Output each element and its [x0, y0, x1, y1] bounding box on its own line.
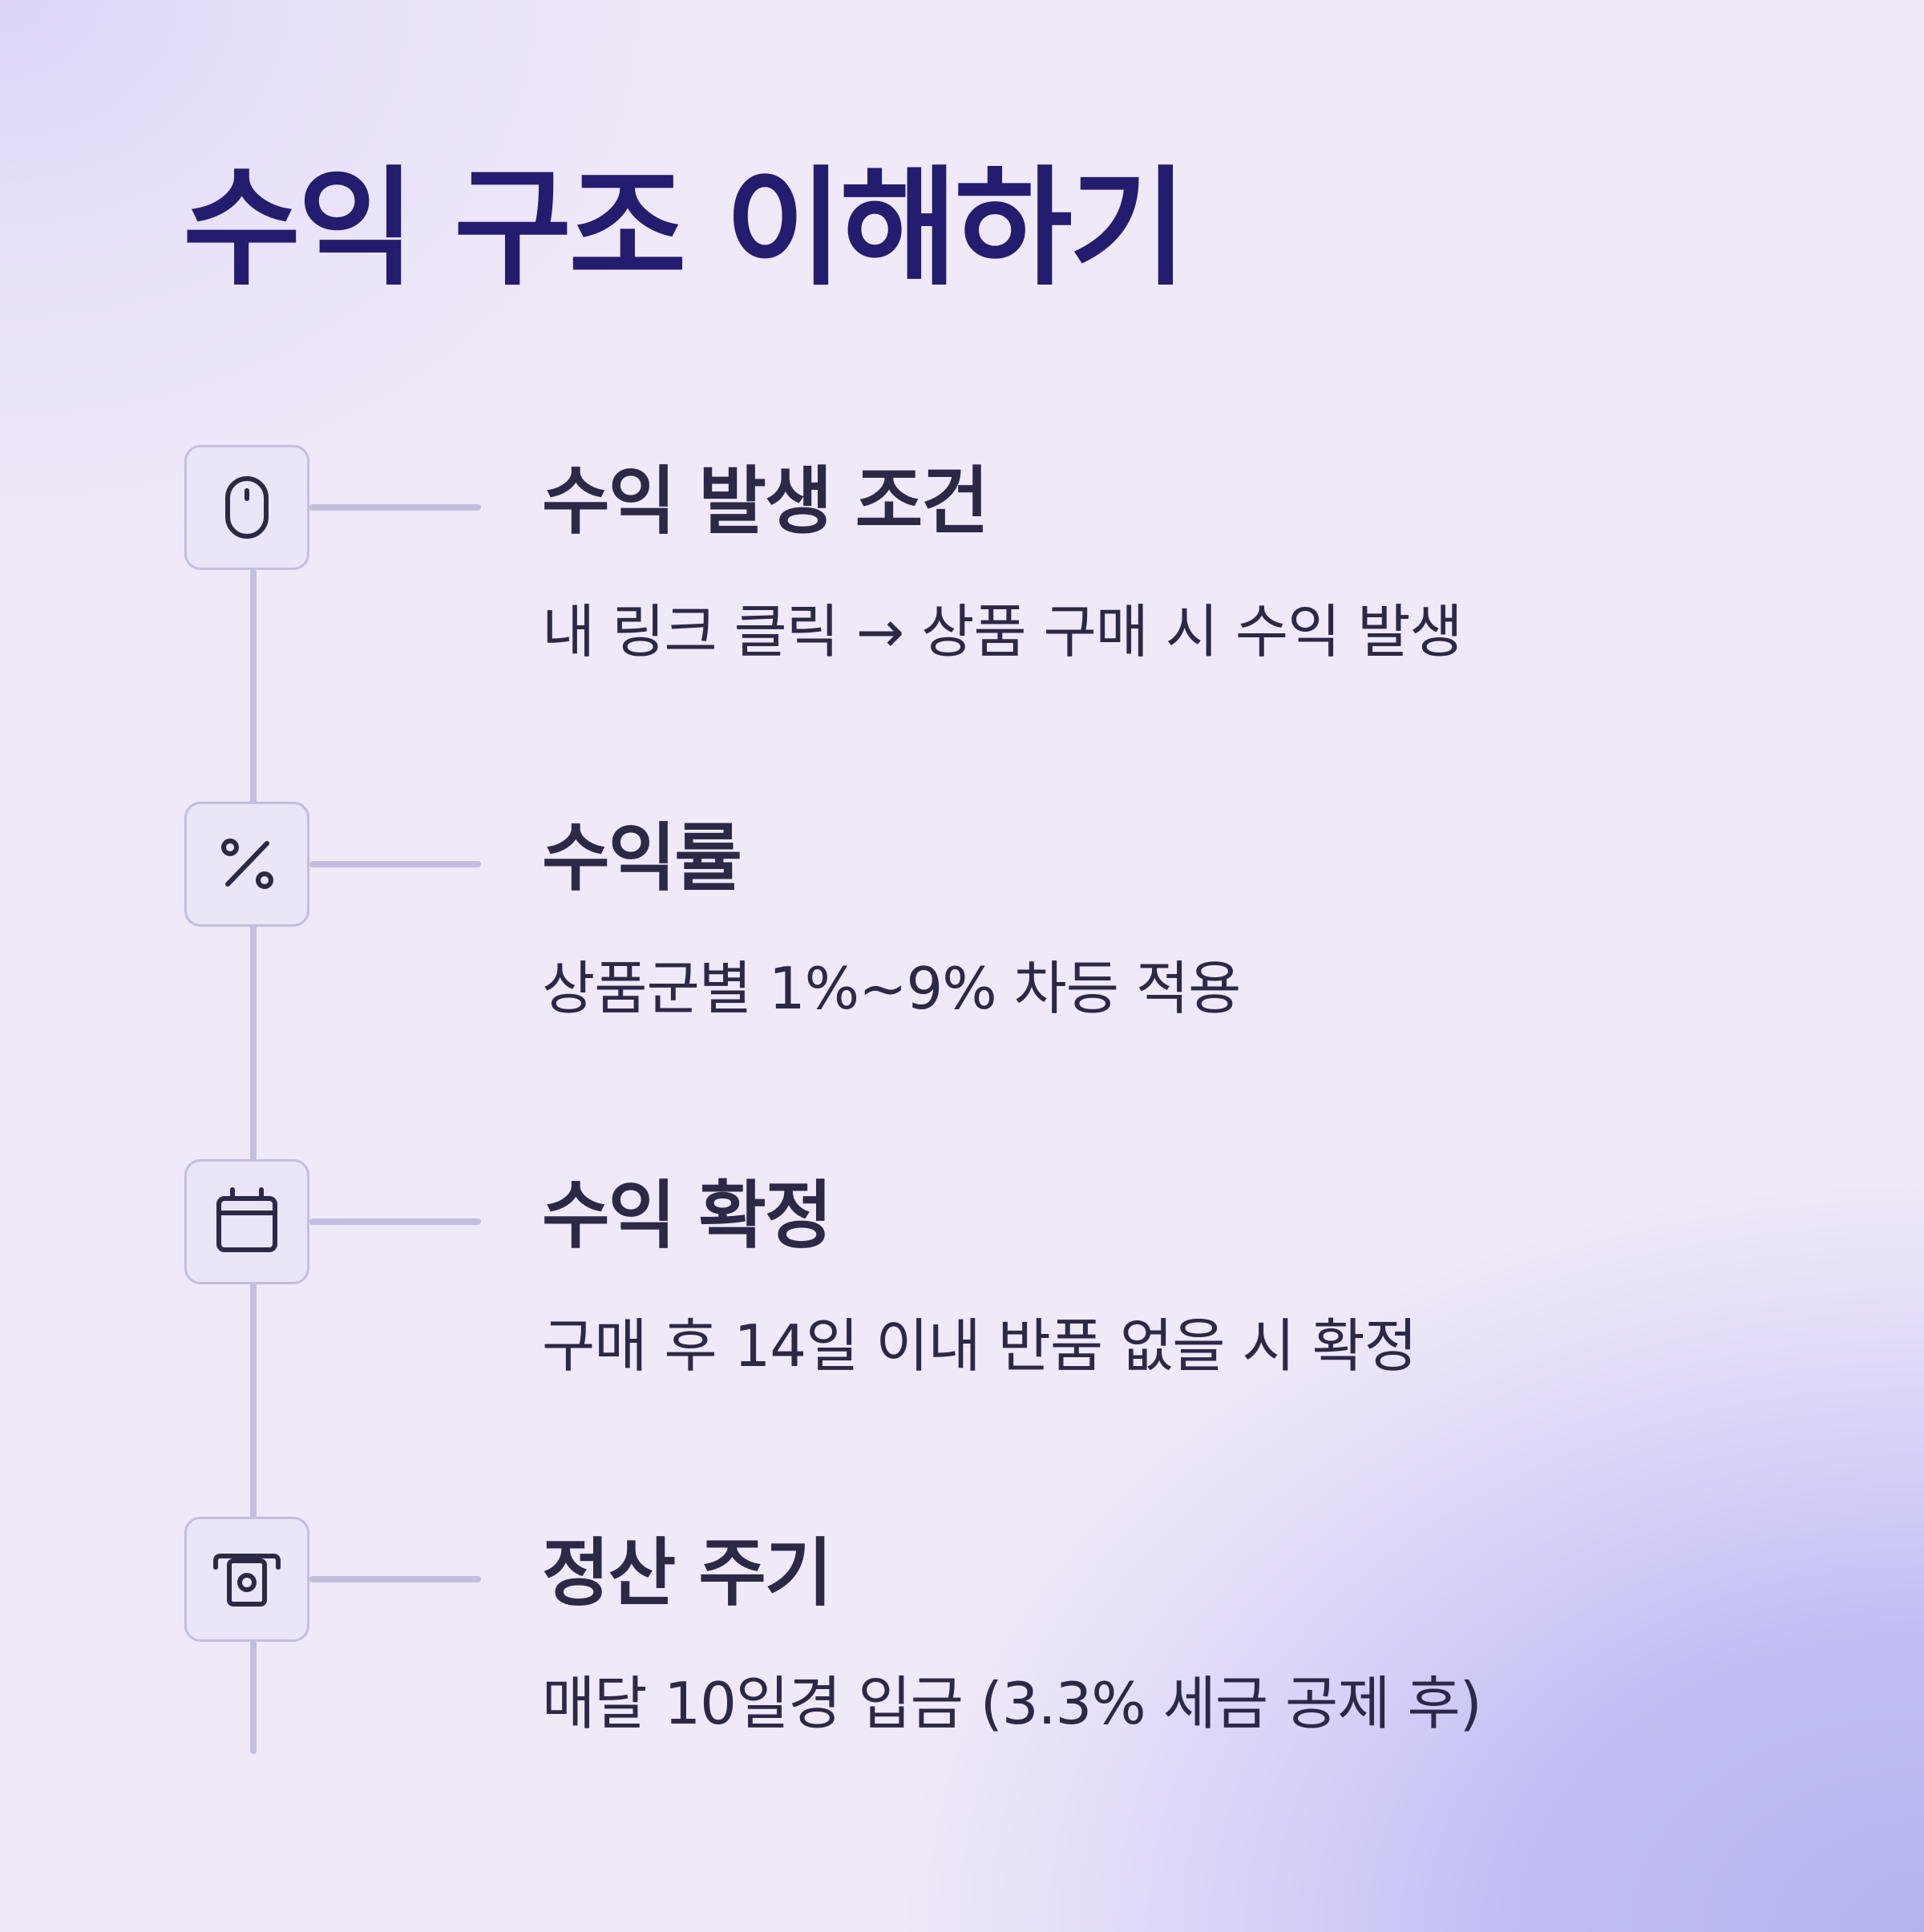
step-1-icon-box — [184, 445, 309, 570]
step-2-title: 수익률 — [542, 815, 742, 901]
step-2-description: 상품군별 1%~9% 차등 적용 — [542, 955, 1241, 1022]
step-2-connector — [309, 861, 481, 867]
mouse-icon — [225, 476, 269, 539]
step-3-connector — [309, 1219, 481, 1225]
calendar-icon — [216, 1187, 277, 1252]
step-1-description: 내 링크 클릭 → 상품 구매 시 수익 발생 — [542, 598, 1463, 665]
step-4-icon-box — [184, 1517, 309, 1642]
cash-withdrawal-icon — [213, 1554, 281, 1607]
step-3-title: 수익 확정 — [542, 1173, 833, 1259]
step-2-icon-box — [184, 802, 309, 927]
step-1-title: 수익 발생 조건 — [542, 459, 989, 544]
step-4-connector — [309, 1576, 481, 1582]
step-3-description: 구매 후 14일 이내 반품 없을 시 확정 — [542, 1312, 1417, 1380]
step-4-description: 매달 10일경 입금 (3.3% 세금 공제 후) — [542, 1670, 1482, 1737]
step-1-connector — [309, 504, 481, 511]
step-4-title: 정산 주기 — [542, 1530, 833, 1616]
step-3-icon-box — [184, 1159, 309, 1284]
page-title: 수익 구조 이해하기 — [183, 153, 1187, 303]
percent-icon — [221, 839, 273, 889]
